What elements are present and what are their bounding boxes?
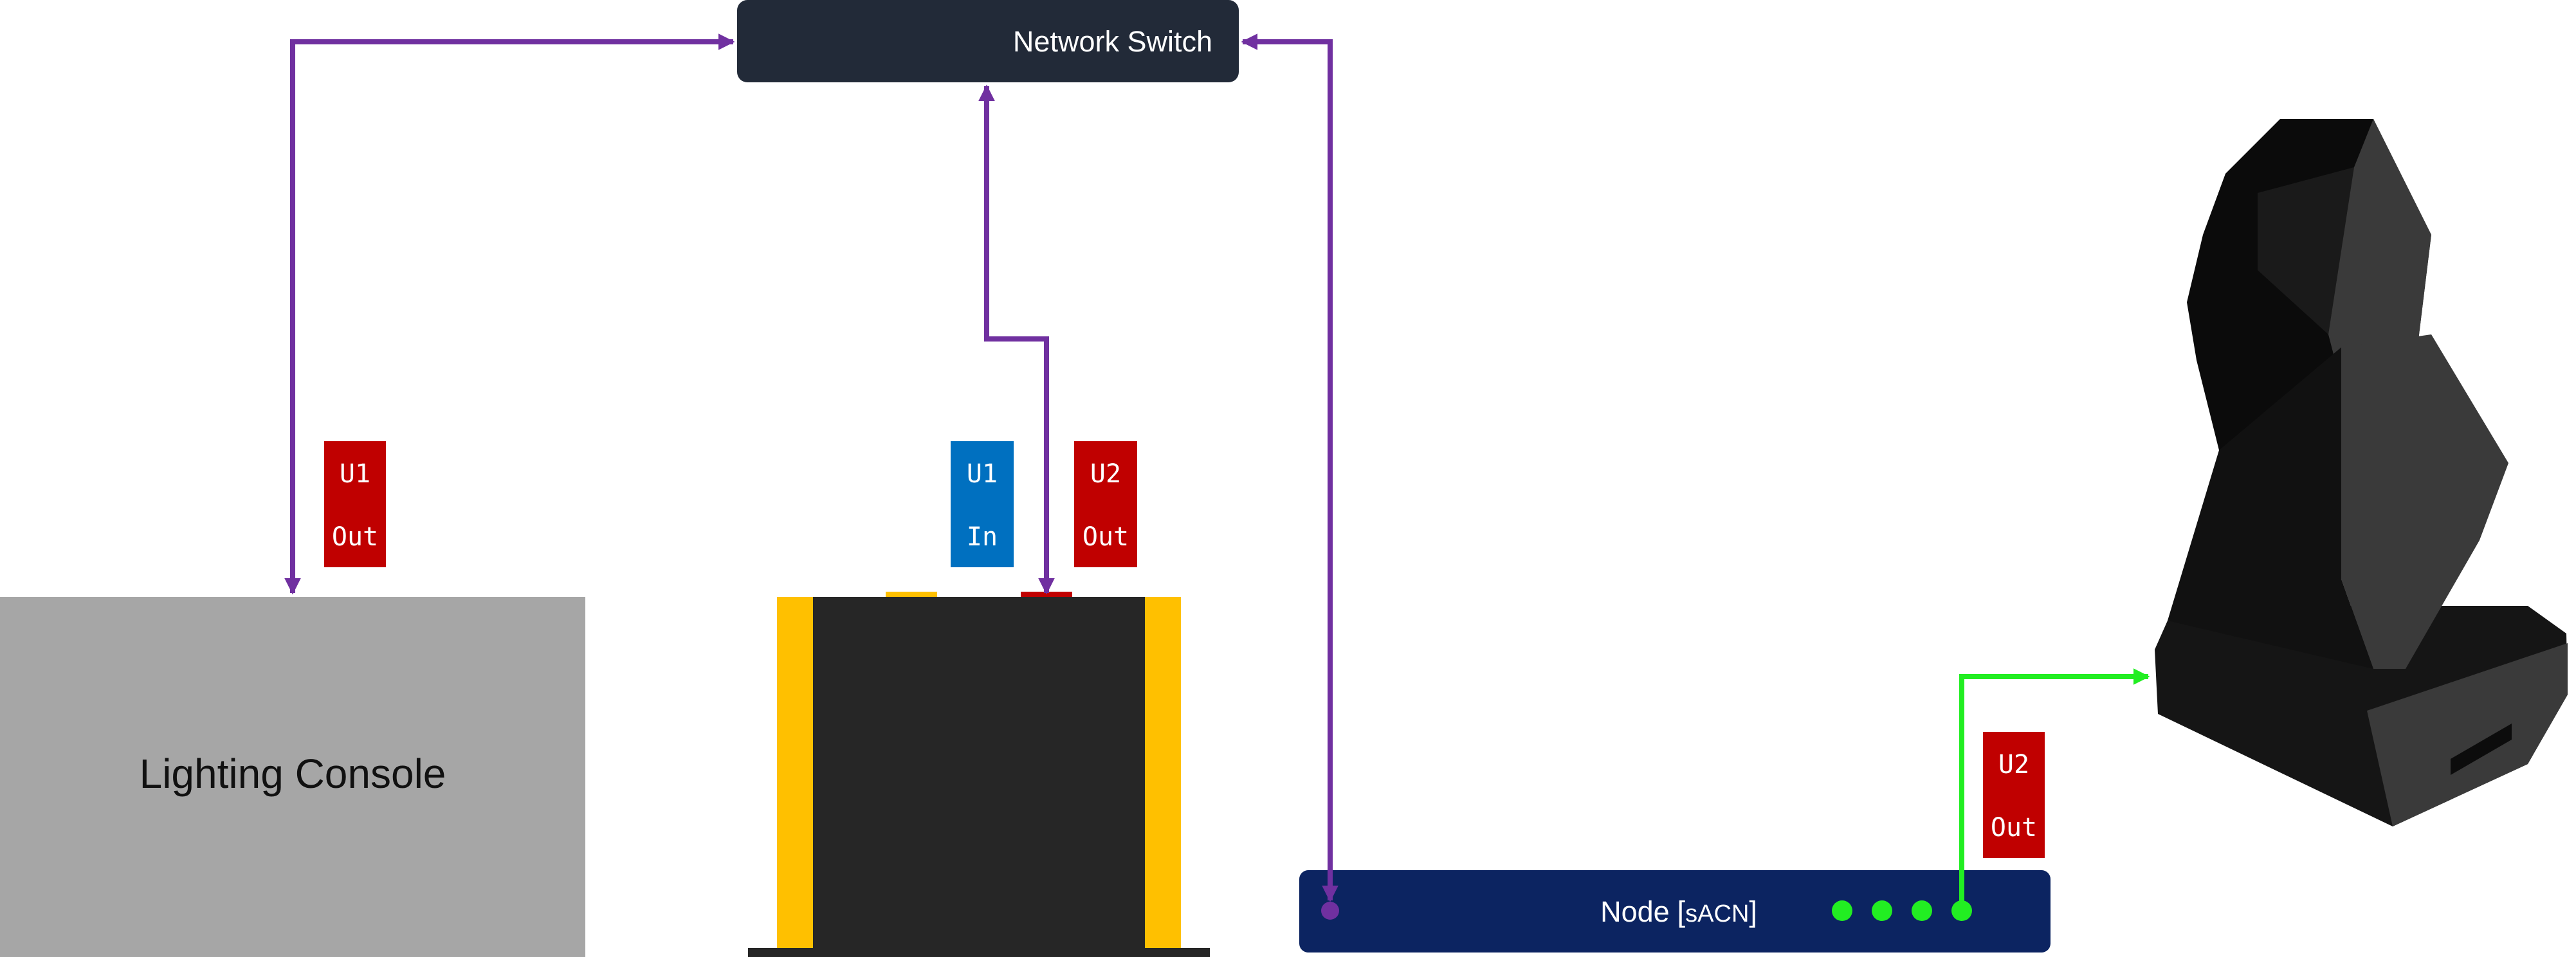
lighting-console-box: [0, 597, 585, 957]
network-links: [284, 33, 1338, 902]
link-device-to-switch: [978, 84, 1055, 595]
node-port-led-1: [1832, 900, 1852, 921]
fixture-base-front: [2367, 643, 2568, 826]
badge-device-u1-in: U1 In: [951, 441, 1014, 567]
badge-console-u1-out-box: [324, 441, 386, 567]
badge-direction: Out: [1082, 522, 1129, 552]
link-node-to-fixture: [1959, 668, 2150, 911]
device-base: [748, 948, 1210, 957]
badge-universe: U2: [1090, 459, 1121, 489]
node-port-led-3: [1912, 900, 1932, 921]
badge-direction: In: [967, 522, 998, 552]
lighting-console: Lighting Console: [0, 597, 585, 957]
badge-direction: Out: [332, 522, 378, 552]
badge-universe: U2: [1998, 750, 2029, 779]
lighting-console-label: Lighting Console: [140, 751, 446, 797]
moving-head-fixture: [2155, 119, 2568, 826]
node: Node[sACN]: [1299, 870, 2051, 952]
node-label-name: Node: [1600, 895, 1670, 928]
network-switch-box: [737, 0, 1239, 82]
node-label-protocol: sACN: [1685, 900, 1749, 927]
device-body: [777, 597, 1181, 951]
device-side-right: [1145, 597, 1181, 951]
badge-node-u2-out-box: [1983, 732, 2045, 858]
node-ethernet-port: [1321, 902, 1339, 920]
badge-device-u1-in-box: [951, 441, 1014, 567]
fixture-base-slot: [2451, 724, 2512, 775]
badge-direction: Out: [1991, 813, 2037, 843]
badge-universe: U1: [340, 459, 370, 489]
node-box: [1299, 870, 2051, 952]
network-switch-label: Network Switch: [1013, 25, 1212, 58]
device-side-left: [777, 597, 813, 951]
badge-universe: U1: [967, 459, 998, 489]
fixture-yoke-inner: [2168, 347, 2373, 669]
badge-device-u2-out-box: [1074, 441, 1137, 567]
node-port-led-2: [1872, 900, 1892, 921]
middle-device: [748, 592, 1210, 957]
badge-device-u2-out: U2 Out: [1074, 441, 1137, 567]
link-switch-to-node: [1241, 33, 1338, 902]
fixture-yoke-arm: [2341, 334, 2508, 669]
link-console-to-switch: [284, 33, 735, 595]
badge-node-u2-out: U2 Out: [1983, 732, 2045, 858]
node-label: Node[sACN]: [1600, 895, 1757, 928]
network-switch: Network Switch: [737, 0, 1239, 82]
badge-console-u1-out: U1 Out: [324, 441, 386, 567]
